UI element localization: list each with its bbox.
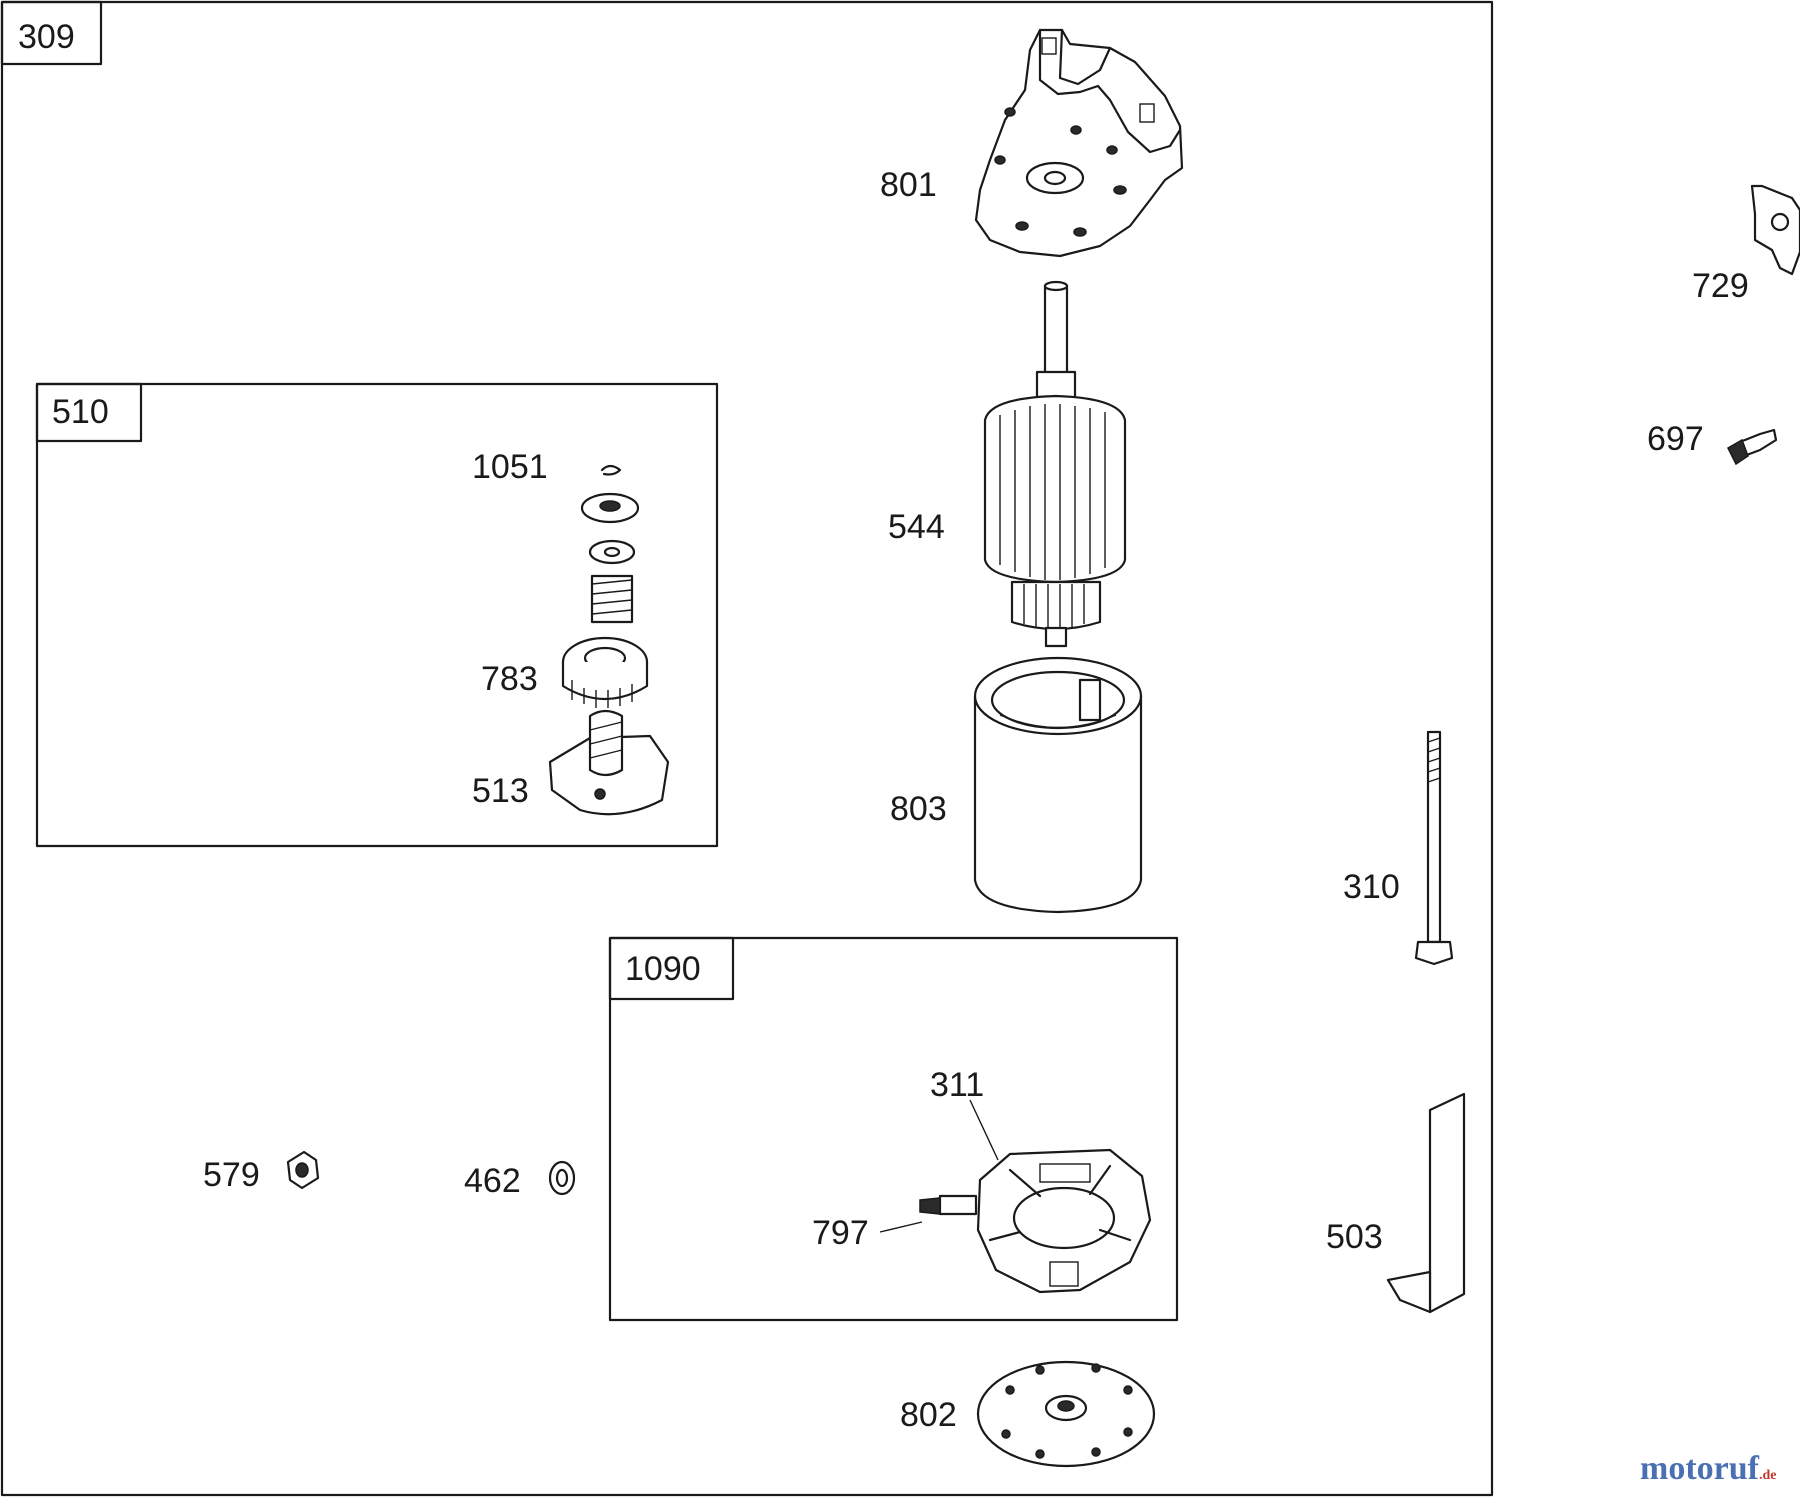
part-697-screw (1727, 428, 1778, 466)
callout-1051: 1051 (472, 448, 548, 486)
watermark-suffix: .de (1758, 1468, 1777, 1483)
assembly-box-510: 510 (35, 382, 719, 848)
part-544-armature (983, 280, 1127, 648)
callout-729: 729 (1692, 267, 1749, 305)
part-310-bolt (1414, 730, 1454, 966)
callout-503: 503 (1326, 1218, 1383, 1256)
watermark-text: motoruf (1640, 1450, 1759, 1487)
assembly-label-510: 510 (52, 393, 109, 431)
callout-513: 513 (472, 772, 529, 810)
watermark: motoruf.de (1640, 1450, 1776, 1488)
callout-310: 310 (1343, 868, 1400, 906)
callout-797: 797 (812, 1214, 869, 1252)
callout-311: 311 (930, 1066, 984, 1104)
callout-802: 802 (900, 1396, 957, 1434)
leader-797 (879, 1221, 923, 1233)
callout-783: 783 (481, 660, 538, 698)
assembly-label-309: 309 (18, 18, 75, 56)
part-579-nut (286, 1150, 320, 1190)
part-462-washer (548, 1160, 576, 1196)
assembly-box-1090: 1090 (608, 936, 1179, 1322)
callout-579: 579 (203, 1156, 260, 1194)
part-729-clip (1750, 184, 1800, 276)
callout-462: 462 (464, 1162, 521, 1200)
part-1051-stack (580, 464, 640, 624)
part-803-housing (973, 656, 1143, 914)
part-801-end-bracket (974, 28, 1184, 258)
assembly-label-1090: 1090 (625, 950, 701, 988)
leader-311 (969, 1099, 999, 1161)
callout-801: 801 (880, 166, 937, 204)
assembly-box-309: 309 (0, 0, 1494, 1497)
part-513-drive (548, 709, 670, 816)
callout-544: 544 (888, 508, 945, 546)
part-311-brush-holder (919, 1148, 1152, 1294)
part-783-gear (561, 636, 649, 708)
callout-803: 803 (890, 790, 947, 828)
part-802-end-cap (976, 1360, 1156, 1468)
part-503-strip (1386, 1092, 1466, 1314)
callout-697: 697 (1647, 420, 1704, 458)
